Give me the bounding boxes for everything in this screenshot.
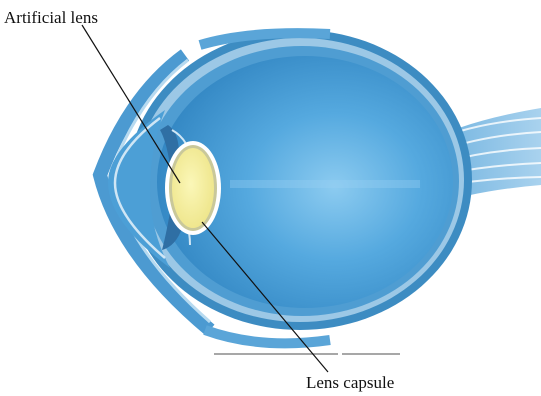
lens-capsule-label: Lens capsule <box>306 373 394 392</box>
artificial-lens-label: Artificial lens <box>4 8 98 27</box>
visual-axis-band <box>230 180 420 188</box>
artificial-lens <box>172 148 214 228</box>
